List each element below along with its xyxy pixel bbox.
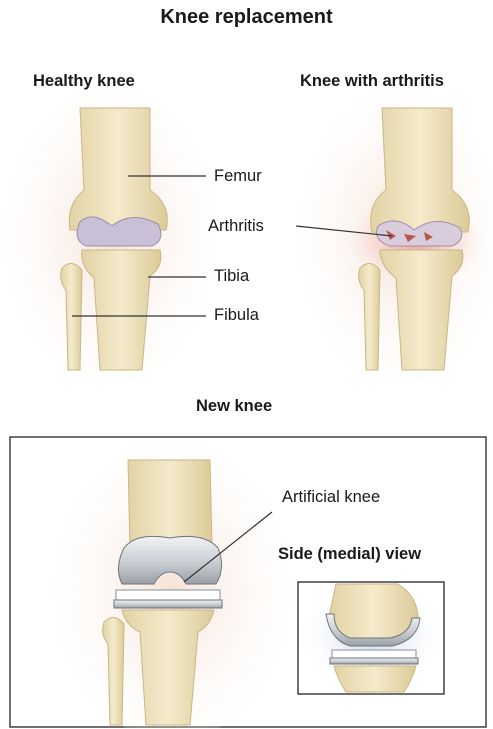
artificial-knee-label: Artificial knee	[282, 488, 380, 507]
diagram-title: Knee replacement	[0, 6, 493, 29]
arthritis-label: Arthritis	[208, 217, 264, 236]
tibial-tray	[114, 600, 222, 608]
arthritic-knee-heading: Knee with arthritis	[300, 72, 444, 91]
side-view-label: Side (medial) view	[278, 545, 421, 564]
new-knee-heading: New knee	[196, 397, 272, 416]
plastic-spacer	[116, 590, 220, 600]
tibia-label: Tibia	[214, 267, 249, 286]
side-tibia-bone	[334, 666, 416, 692]
healthy-cartilage	[77, 217, 161, 246]
side-view-inset	[298, 582, 444, 694]
new-femur-bone	[128, 460, 212, 548]
side-tibial-tray	[330, 658, 418, 664]
fibula-label: Fibula	[214, 306, 259, 325]
femur-label: Femur	[214, 167, 262, 186]
arthritic-knee-figure	[300, 85, 493, 385]
side-spacer	[332, 650, 416, 658]
new-knee-figure	[54, 440, 290, 729]
healthy-knee-heading: Healthy knee	[33, 72, 135, 91]
healthy-knee-figure	[5, 85, 215, 385]
